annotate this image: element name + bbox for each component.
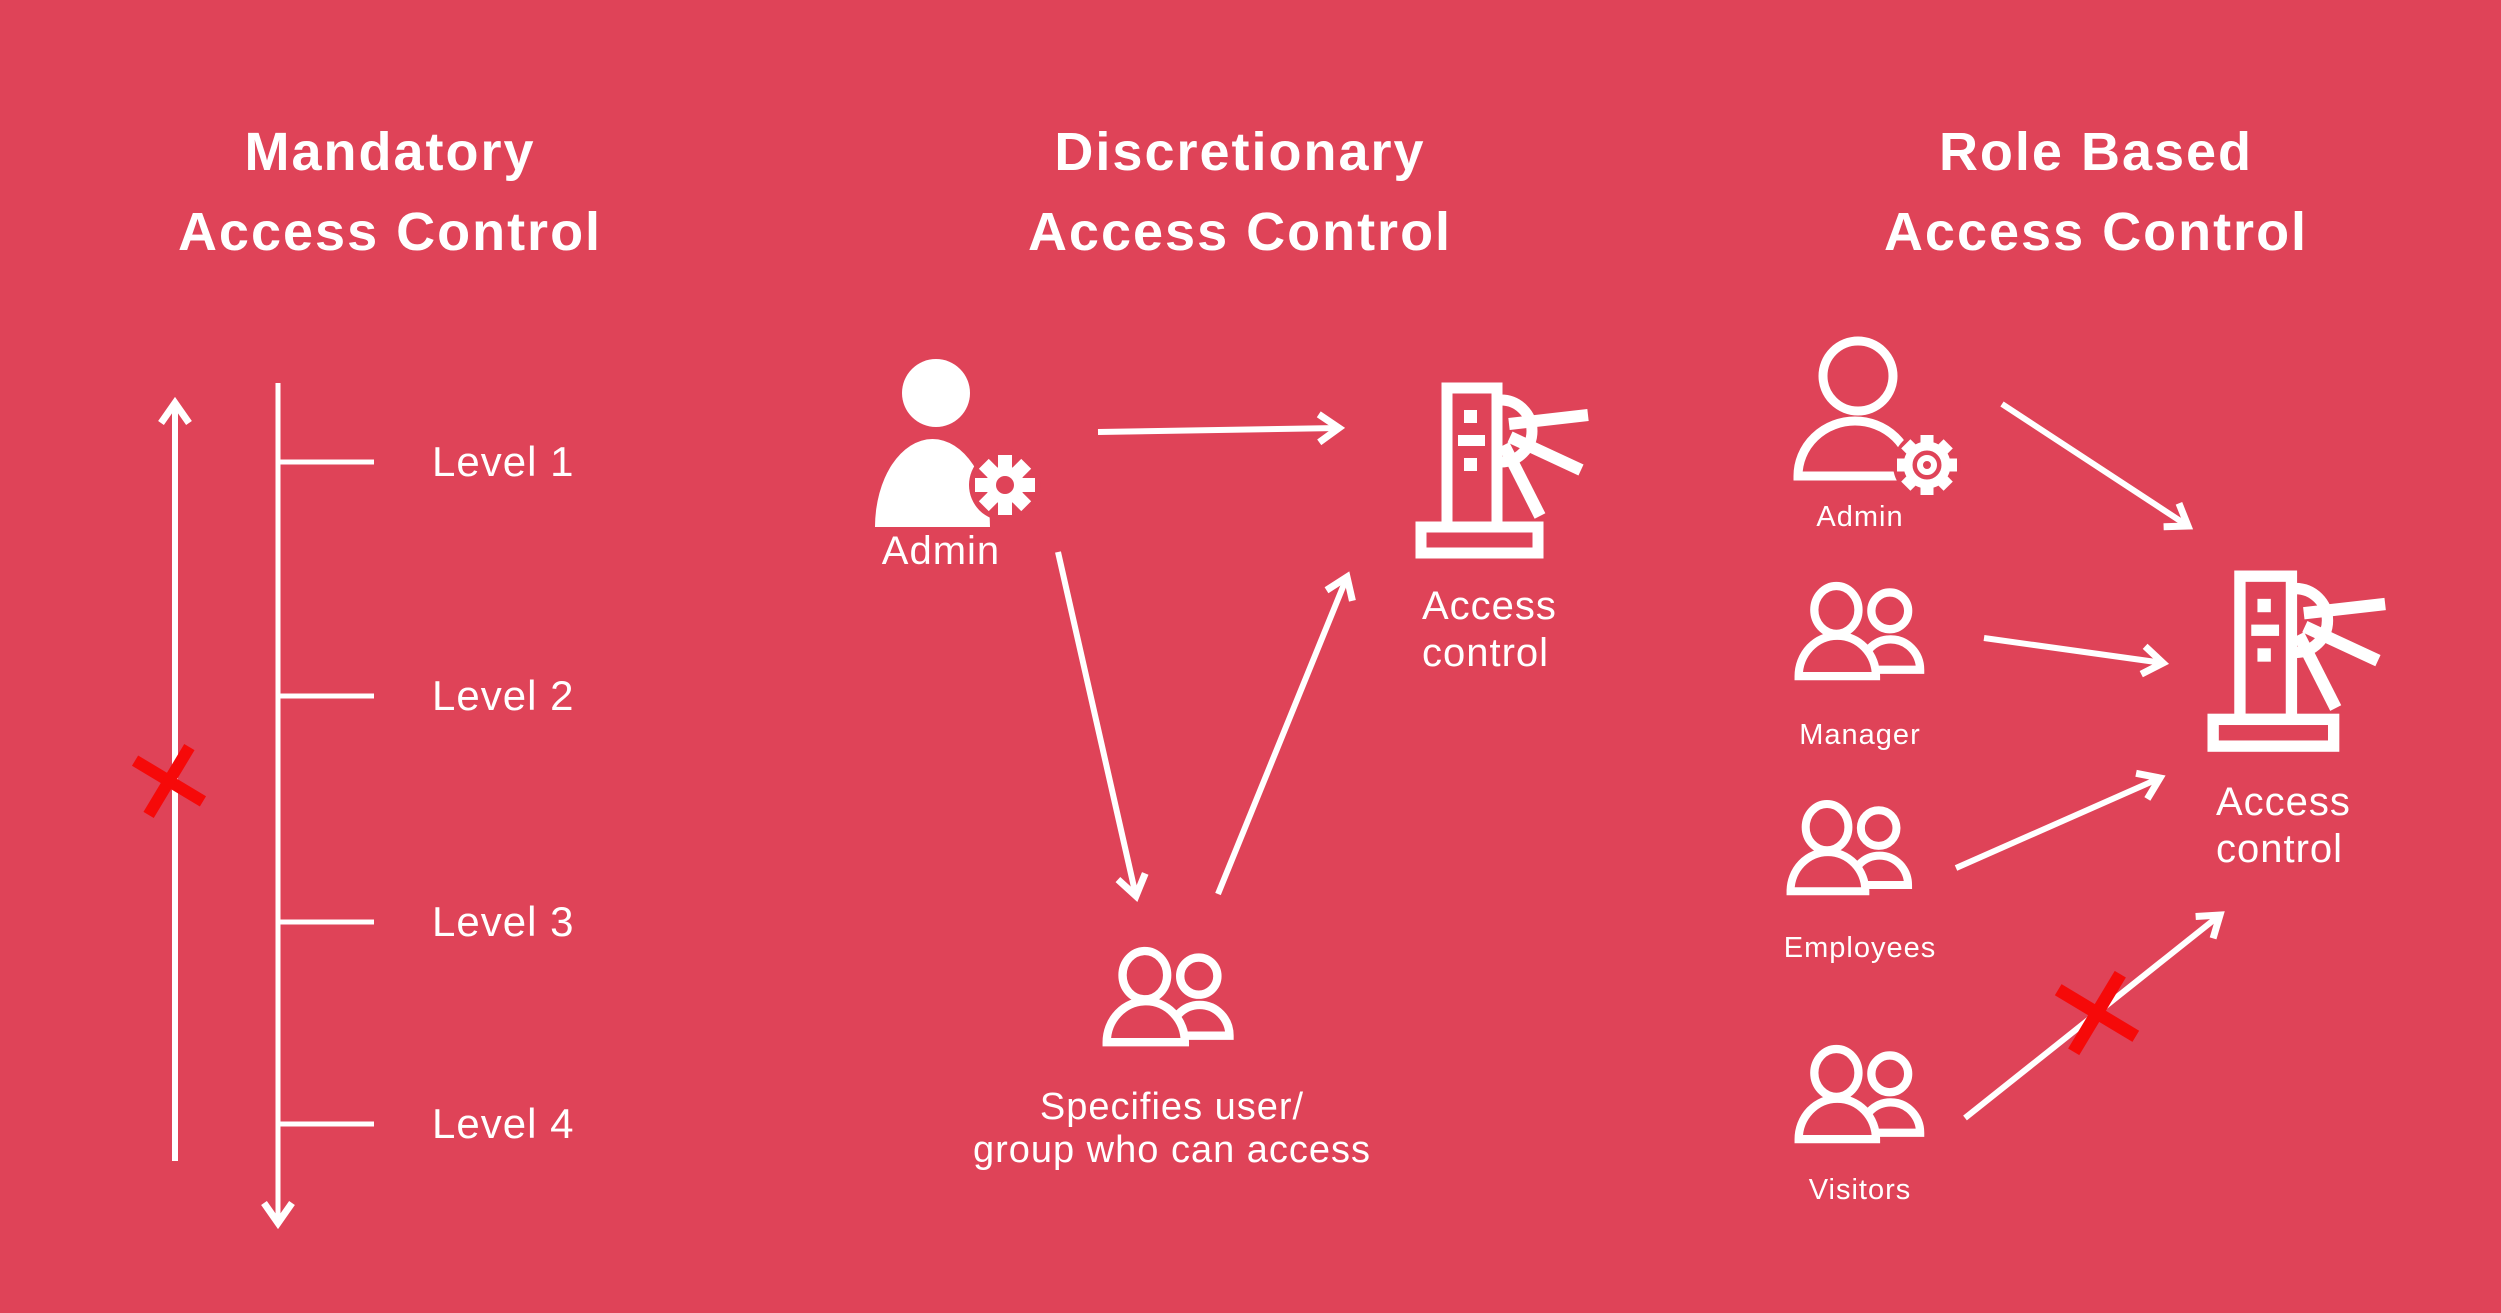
- dac-access-control-label-line1: Access: [1422, 584, 1557, 628]
- access-control-turnstile-icon: [2213, 576, 2385, 746]
- dac-title: Discretionary Access Control: [940, 112, 1540, 272]
- dac-group-caption-line1: Specifies user/: [1039, 1086, 1305, 1128]
- dac-access-control-label-line2: control: [1422, 631, 1550, 675]
- dac-access-control-label: Access control: [1422, 583, 1557, 677]
- mac-level-2-label: Level 2: [432, 672, 575, 719]
- dac-group-caption: Specifies user/ group who can access: [872, 1086, 1472, 1172]
- employees-group-icon: [1791, 804, 1908, 891]
- rbac-role-visitors-label: Visitors: [1808, 1174, 1912, 1206]
- arrow-employees-to-access-control: [1954, 769, 2166, 871]
- mac-level-3-label: Level 3: [432, 898, 575, 945]
- rbac-title: Role Based Access Control: [1796, 112, 2396, 272]
- admin-user-gear-icon: [1798, 341, 1961, 499]
- manager-group-icon: [1799, 586, 1920, 676]
- mac-title: Mandatory Access Control: [90, 112, 690, 272]
- dac-title-line2: Access Control: [1027, 202, 1453, 262]
- mac-diagram: [131, 383, 374, 1230]
- rbac-access-control-label-line1: Access: [2216, 780, 2351, 824]
- mac-level-1-label: Level 1: [432, 438, 575, 485]
- arrow-admin-to-group: [1055, 551, 1149, 902]
- rbac-access-control-label-line2: control: [2216, 827, 2344, 871]
- denied-cross-icon: [2054, 970, 2140, 1056]
- arrow-group-to-access-control: [1215, 571, 1356, 896]
- user-group-icon: [1107, 951, 1230, 1042]
- arrow-admin-to-access-control: [1097, 411, 1346, 446]
- arrow-manager-to-access-control: [1983, 635, 2170, 678]
- rbac-title-line2: Access Control: [1883, 202, 2309, 262]
- dac-admin-label: Admin: [881, 529, 1001, 573]
- access-control-turnstile-icon: [1421, 388, 1588, 553]
- rbac-diagram: [1791, 341, 2386, 1139]
- rbac-role-manager-label: Manager: [1799, 719, 1921, 751]
- admin-user-gear-icon: [875, 359, 1041, 527]
- rbac-title-line1: Role Based: [1938, 122, 2254, 182]
- dac-diagram: [875, 359, 1588, 1042]
- rbac-role-employees-label: Employees: [1783, 932, 1937, 964]
- denied-cross-icon: [131, 743, 207, 819]
- arrow-admin-to-access-control: [2000, 401, 2194, 531]
- mac-title-line2: Access Control: [177, 202, 603, 262]
- mac-level-4-label: Level 4: [432, 1100, 575, 1147]
- dac-group-caption-line2: group who can access: [972, 1129, 1372, 1171]
- visitors-group-icon: [1799, 1049, 1920, 1139]
- rbac-role-admin-label: Admin: [1816, 501, 1904, 533]
- rbac-access-control-label: Access control: [2216, 779, 2351, 873]
- dac-title-line1: Discretionary: [1054, 122, 1426, 182]
- mac-title-line1: Mandatory: [244, 122, 536, 182]
